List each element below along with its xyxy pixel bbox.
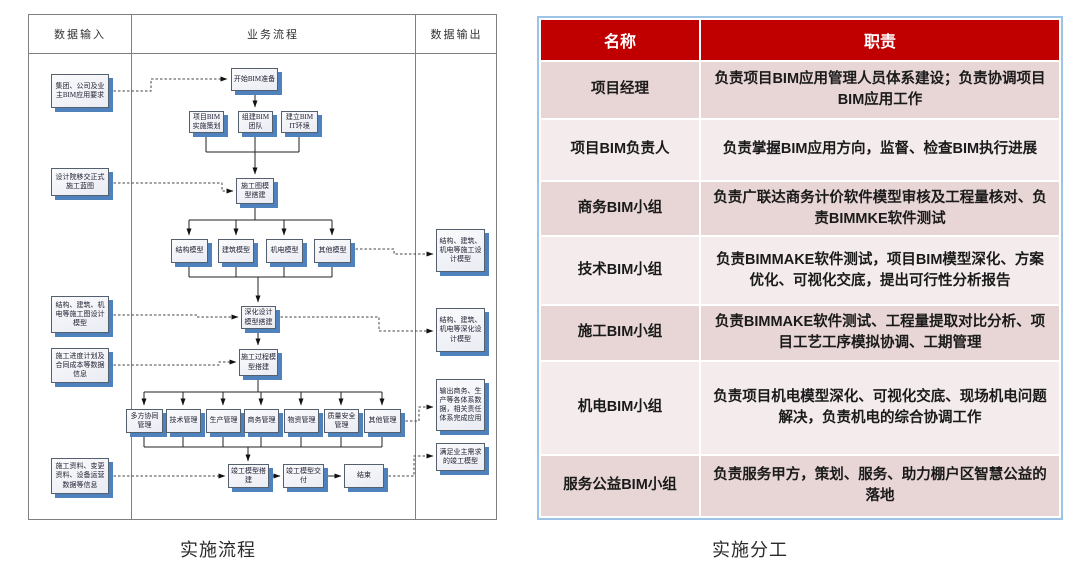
process-box: 物资管理: [284, 409, 319, 433]
process-box: 施工图模型搭建: [236, 178, 274, 204]
role-name-cell: 技术BIM小组: [541, 237, 699, 304]
input-box: 设计院移交正式施工蓝图: [51, 168, 109, 196]
input-box: 施工资料、变更资料、设备运营数据等信息: [51, 458, 109, 494]
input-box: 集团、公司及业主BIM应用要求: [51, 74, 109, 108]
process-box-start: 开始BIM准备: [231, 68, 278, 91]
table-row: 项目经理 负责项目BIM应用管理人员体系建设；负责协调项目BIM应用工作: [541, 62, 1059, 118]
table-header-duty: 职责: [701, 20, 1059, 60]
role-duty-cell: 负责项目BIM应用管理人员体系建设；负责协调项目BIM应用工作: [701, 62, 1059, 118]
role-name-cell: 机电BIM小组: [541, 361, 699, 454]
process-box: 其他模型: [314, 239, 351, 263]
process-box: 技术管理: [166, 409, 201, 433]
output-box: 满足业主需求的竣工模型: [436, 443, 485, 471]
caption-implementation-process: 实施流程: [180, 540, 256, 560]
process-box: 质量安全管理: [324, 409, 359, 433]
process-box: 组建BIM团队: [238, 111, 273, 133]
table-row: 服务公益BIM小组 负责服务甲方，策划、服务、助力棚户区智慧公益的落地: [541, 455, 1059, 516]
role-name-cell: 服务公益BIM小组: [541, 455, 699, 516]
process-box: 结构模型: [171, 239, 208, 263]
table-row: 机电BIM小组 负责项目机电模型深化、可视化交底、现场机电问题解决，负责机电的综…: [541, 361, 1059, 454]
column-divider: [131, 15, 132, 519]
output-box: 输出商务、生产等各体系数据，相关责任体系完成应用: [436, 379, 485, 431]
table-header-row: 名称 职责: [541, 20, 1059, 60]
column-header-process: 业务流程: [247, 29, 299, 41]
role-duty-cell: 负责项目机电模型深化、可视化交底、现场机电问题解决，负责机电的综合协调工作: [701, 361, 1059, 454]
input-box: 施工进度计划及合同成本等数据信息: [51, 348, 109, 383]
implementation-flowchart: 数据输入 业务流程 数据输出: [28, 14, 497, 520]
process-box: 项目BIM实施策划: [189, 111, 224, 133]
process-box: 生产管理: [206, 409, 241, 433]
process-box: 竣工模型交付: [283, 464, 324, 488]
role-duty-cell: 负责BIMMAKE软件测试，项目BIM模型深化、方案优化、可视化交底，提出可行性…: [701, 237, 1059, 304]
role-duty-cell: 负责广联达商务计价软件模型审核及工程量核对、负责BIMMKE软件测试: [701, 181, 1059, 236]
process-box: 建筑模型: [218, 239, 254, 263]
process-box: 深化设计模型搭建: [241, 306, 276, 329]
table-header-name: 名称: [541, 20, 699, 60]
output-box: 结构、建筑、机电等深化设计模型: [436, 308, 485, 352]
responsibility-table: 名称 职责 项目经理 负责项目BIM应用管理人员体系建设；负责协调项目BIM应用…: [537, 16, 1063, 520]
header-divider: [29, 53, 496, 54]
process-box: 机电模型: [266, 239, 303, 263]
input-box: 结构、建筑、机电等施工图设计模型: [51, 296, 109, 333]
role-name-cell: 项目经理: [541, 62, 699, 118]
output-box: 结构、建筑、机电等施工设计模型: [436, 229, 485, 272]
process-box: 多方协同管理: [126, 409, 163, 433]
table-row: 技术BIM小组 负责BIMMAKE软件测试，项目BIM模型深化、方案优化、可视化…: [541, 237, 1059, 304]
table-row: 施工BIM小组 负责BIMMAKE软件测试、工程量提取对比分析、项目工艺工序模拟…: [541, 305, 1059, 360]
column-header-input: 数据输入: [54, 29, 106, 41]
table-row: 项目BIM负责人 负责掌握BIM应用方向，监督、检查BIM执行进展: [541, 119, 1059, 180]
role-name-cell: 施工BIM小组: [541, 305, 699, 360]
role-name-cell: 项目BIM负责人: [541, 119, 699, 180]
column-header-output: 数据输出: [430, 29, 483, 41]
role-duty-cell: 负责服务甲方，策划、服务、助力棚户区智慧公益的落地: [701, 455, 1059, 516]
process-box-end: 结束: [344, 464, 384, 488]
column-divider: [415, 15, 416, 519]
process-box: 其他管理: [364, 409, 401, 433]
table-row: 商务BIM小组 负责广联达商务计价软件模型审核及工程量核对、负责BIMMKE软件…: [541, 181, 1059, 236]
role-duty-cell: 负责掌握BIM应用方向，监督、检查BIM执行进展: [701, 119, 1059, 180]
process-box: 竣工模型搭建: [228, 464, 269, 488]
role-duty-cell: 负责BIMMAKE软件测试、工程量提取对比分析、项目工艺工序模拟协调、工期管理: [701, 305, 1059, 360]
process-box: 施工过程模型搭建: [239, 349, 278, 376]
role-name-cell: 商务BIM小组: [541, 181, 699, 236]
process-box: 商务管理: [244, 409, 279, 433]
process-box: 建立BIM IT环境: [281, 111, 318, 133]
caption-implementation-division: 实施分工: [712, 540, 788, 560]
